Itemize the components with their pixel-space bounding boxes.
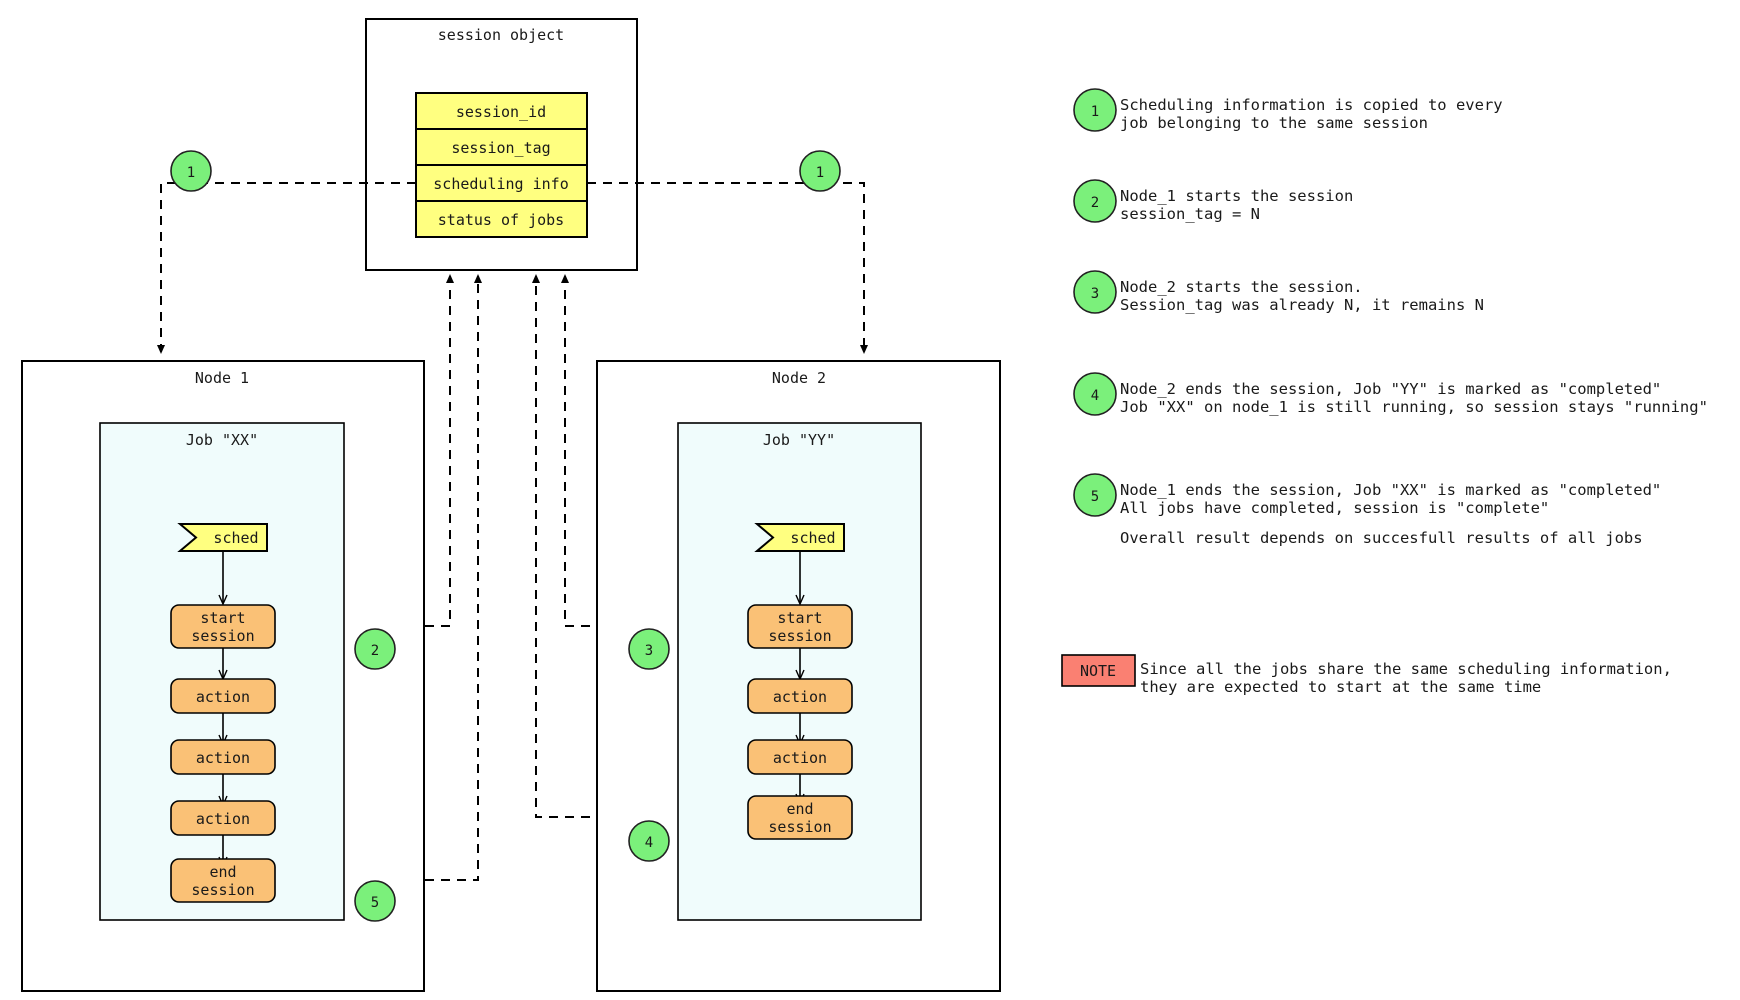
job-xx-title: Job "XX" — [186, 431, 258, 449]
job-yy-step-action-1: action — [747, 678, 853, 714]
marker-3-node2-start: 3 — [628, 628, 670, 670]
legend-item-1: 1 Scheduling information is copied to ev… — [1073, 88, 1503, 132]
scheduling-info-to-node2-line — [587, 182, 868, 354]
marker-4-node2-end: 4 — [628, 820, 670, 862]
job-yy-sched-flag: sched — [754, 523, 845, 552]
node1-end-session-to-session-object-line — [249, 274, 482, 881]
job-xx-step-1-line-0: action — [196, 688, 250, 706]
node-2-title: Node 2 — [772, 369, 826, 387]
session-field-status-of-jobs-box — [415, 200, 588, 238]
note-line-1: they are expected to start at the same t… — [1140, 678, 1541, 696]
job-xx-step-end-session: end session — [170, 858, 276, 903]
job-yy-step-0-line-0: start — [777, 609, 822, 627]
legend-item-3: 3 Node_2 starts the session. Session_tag… — [1073, 270, 1484, 314]
job-yy-step-end-session: end session — [747, 795, 853, 840]
job-yy-step-1-line-0: action — [773, 688, 827, 706]
job-yy-title: Job "YY" — [763, 431, 835, 449]
legend-item-4: 4 Node_2 ends the session, Job "YY" is m… — [1073, 372, 1708, 416]
job-xx-box — [99, 422, 345, 921]
node-2-box: Node 2 Job "YY" sched start session acti… — [596, 360, 1001, 992]
marker-1-node1-label: 1 — [187, 165, 195, 181]
job-xx-step-action-1: action — [170, 678, 276, 714]
job-yy-step-3-line-0: end — [786, 800, 813, 818]
note-badge-box — [1061, 654, 1136, 687]
job-xx-sched-label: sched — [213, 529, 258, 547]
legend-item-5: 5 Node_1 ends the session, Job "XX" is m… — [1073, 473, 1661, 517]
legend-item-2-number: 2 — [1091, 195, 1099, 211]
session-field-scheduling-info: scheduling info — [433, 175, 568, 193]
marker-5-label: 5 — [371, 895, 379, 911]
job-xx-step-3-line-0: action — [196, 810, 250, 828]
session-object-title: session object — [438, 26, 564, 44]
legend-item-1-number: 1 — [1091, 104, 1099, 120]
note-callout: NOTE Since all the jobs share the same s… — [1061, 654, 1672, 696]
job-xx-step-start-session: start session — [170, 604, 276, 649]
marker-1-node1: 1 — [170, 150, 212, 192]
legend-item-5-line-1: All jobs have completed, session is "com… — [1120, 499, 1549, 517]
legend: 1 Scheduling information is copied to ev… — [1073, 88, 1708, 547]
legend-overall-result: Overall result depends on succesfull res… — [1120, 529, 1643, 547]
job-xx-step-2-line-0: action — [196, 749, 250, 767]
marker-2-label: 2 — [371, 643, 379, 659]
legend-item-3-line-1: Session_tag was already N, it remains N — [1120, 296, 1484, 314]
legend-item-5-line-0: Node_1 ends the session, Job "XX" is mar… — [1120, 481, 1661, 499]
job-xx-step-4-line-0: end — [209, 863, 236, 881]
note-badge-label: NOTE — [1080, 662, 1116, 680]
node2-start-session-to-session-object-line — [561, 274, 750, 627]
legend-item-2-line-1: session_tag = N — [1120, 205, 1260, 223]
scheduling-info-to-node1-line — [157, 182, 416, 354]
legend-item-4-line-0: Node_2 ends the session, Job "YY" is mar… — [1120, 380, 1661, 398]
job-yy-step-2-line-0: action — [773, 749, 827, 767]
job-xx-step-action-3: action — [170, 800, 276, 836]
job-yy-step-3-line-1: session — [768, 818, 831, 836]
legend-item-1-line-0: Scheduling information is copied to ever… — [1120, 96, 1503, 114]
node-1-box: Node 1 Job "XX" sched start session acti… — [21, 360, 425, 992]
note-line-0: Since all the jobs share the same schedu… — [1140, 660, 1672, 678]
marker-3-label: 3 — [645, 643, 653, 659]
legend-item-2-line-0: Node_1 starts the session — [1120, 187, 1353, 205]
job-yy-step-action-2: action — [747, 739, 853, 775]
job-yy-step-start-session: start session — [747, 604, 853, 649]
session-object-box: session object session_id session_tag sc… — [365, 18, 638, 271]
session-field-session-id: session_id — [456, 103, 546, 121]
job-xx-step-action-2: action — [170, 739, 276, 775]
job-xx-step-4-line-1: session — [191, 881, 254, 899]
session-field-status-of-jobs: status of jobs — [438, 211, 564, 229]
job-yy-step-0-line-1: session — [768, 627, 831, 645]
legend-item-4-line-1: Job "XX" on node_1 is still running, so … — [1120, 398, 1708, 416]
marker-4-label: 4 — [645, 835, 653, 851]
marker-1-node2: 1 — [799, 150, 841, 192]
legend-item-3-number: 3 — [1091, 286, 1099, 302]
job-xx-step-0-line-1: session — [191, 627, 254, 645]
legend-item-3-line-0: Node_2 starts the session. — [1120, 278, 1363, 296]
node-1-title: Node 1 — [195, 369, 249, 387]
marker-2-node1-start: 2 — [354, 628, 396, 670]
legend-item-5-number: 5 — [1091, 489, 1099, 505]
marker-5-node1-end: 5 — [354, 880, 396, 922]
session-field-session-tag: session_tag — [451, 139, 550, 157]
job-yy-sched-label: sched — [790, 529, 835, 547]
marker-1-node2-label: 1 — [816, 165, 824, 181]
legend-item-2: 2 Node_1 starts the session session_tag … — [1073, 179, 1353, 223]
job-xx-step-0-line-0: start — [200, 609, 245, 627]
legend-item-1-line-1: job belonging to the same session — [1120, 114, 1428, 132]
legend-item-4-number: 4 — [1091, 388, 1099, 404]
job-xx-sched-flag: sched — [177, 523, 268, 552]
